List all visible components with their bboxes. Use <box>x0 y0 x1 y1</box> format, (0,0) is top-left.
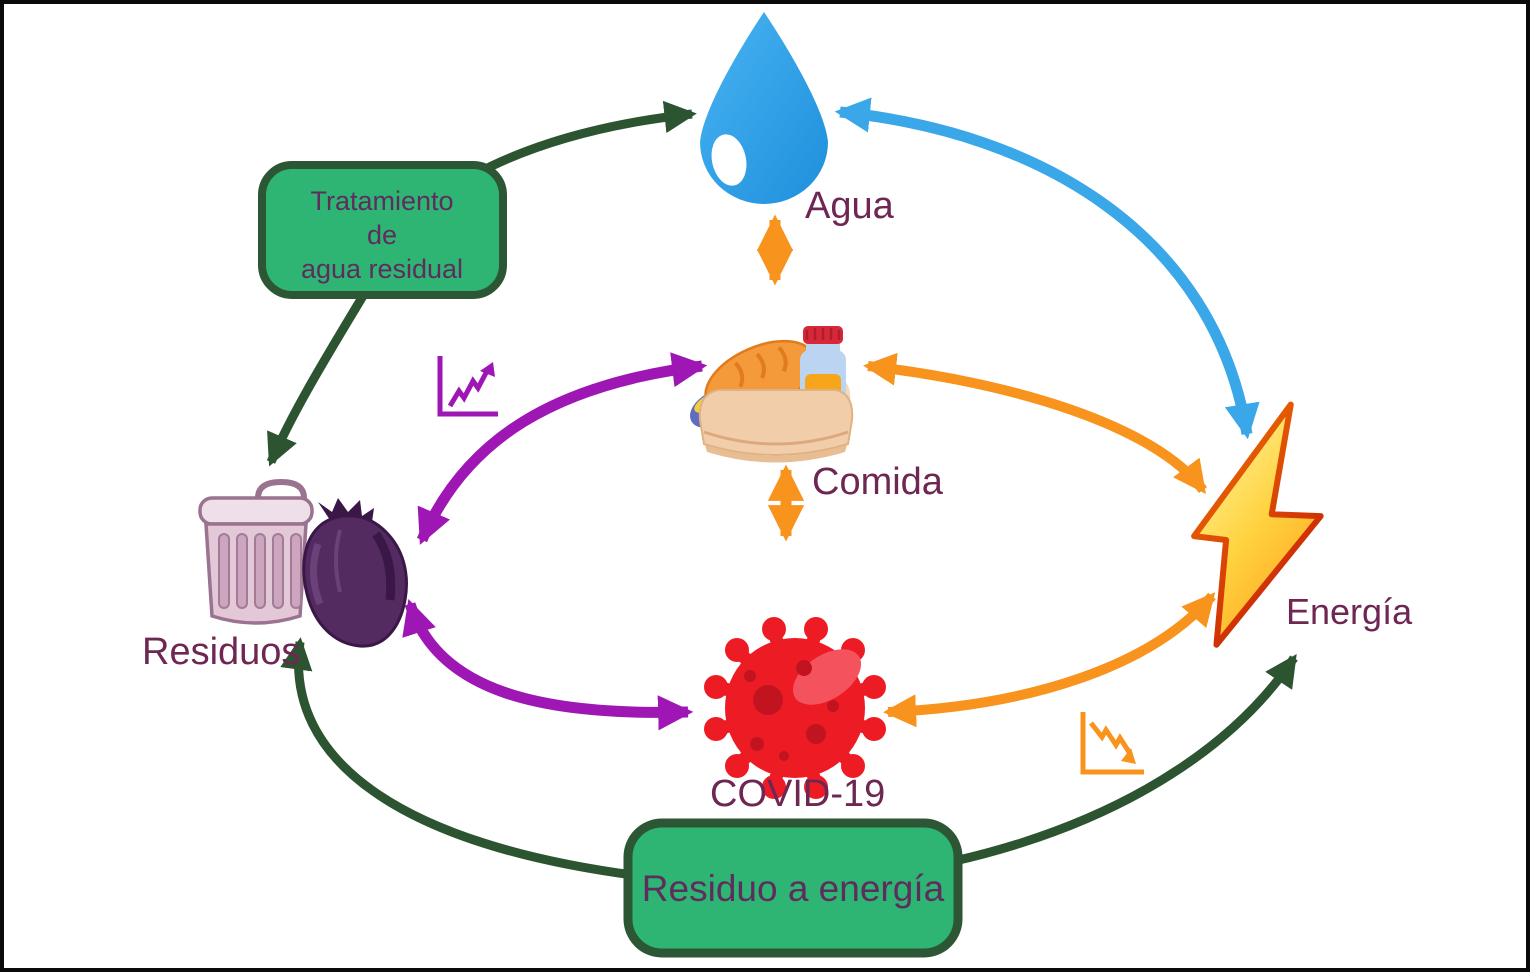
residuo-a-energia-label: Residuo a energía <box>642 868 945 909</box>
residuos-label: Residuos <box>142 631 300 673</box>
edge-residuos-covid <box>402 598 694 731</box>
comida-label: Comida <box>812 461 944 503</box>
edge-comida-residuos <box>416 352 708 545</box>
coronavirus-icon <box>704 617 886 799</box>
edge-agua-energia <box>834 97 1260 440</box>
energia-label: Energía <box>1286 591 1413 632</box>
garbage-bag <box>302 498 408 648</box>
process-box-residuo-a-energia: Residuo a energía <box>623 818 963 958</box>
covid-label: COVID-19 <box>710 773 885 815</box>
tratamiento-label-line3: agua residual <box>301 254 463 284</box>
tratamiento-label-line1: Tratamiento <box>310 186 453 216</box>
trash-can <box>198 478 314 625</box>
water-drop-icon <box>700 12 828 204</box>
food-bag-icon <box>690 326 854 463</box>
edge-covid-energia <box>883 592 1216 728</box>
increasing-trend-icon <box>437 356 498 417</box>
edge-comida-energia <box>863 352 1208 494</box>
agua-label: Agua <box>805 185 895 227</box>
tratamiento-label-line2: de <box>367 220 397 250</box>
decreasing-trend-icon <box>1080 712 1144 775</box>
process-box-tratamiento: Tratamiento de agua residual <box>258 161 507 299</box>
trash-can-bag-icon <box>198 478 408 648</box>
lightning-bolt-icon <box>1191 401 1324 648</box>
